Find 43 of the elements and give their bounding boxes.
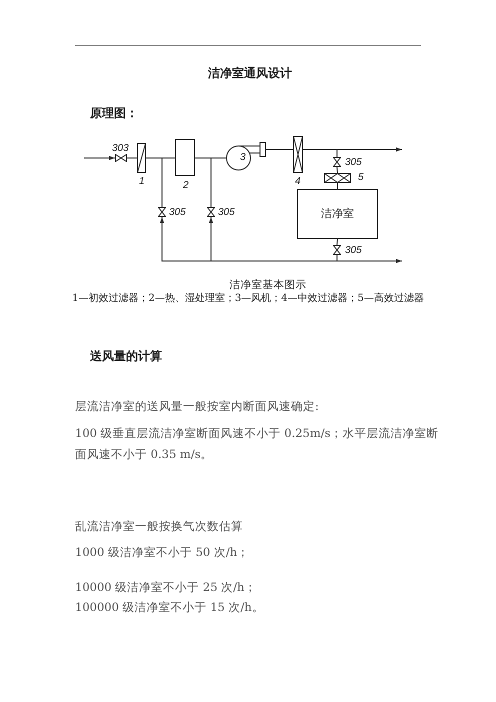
- part-number: 2: [183, 180, 189, 191]
- valve-code: 305: [218, 207, 235, 218]
- duct-line: [336, 166, 338, 174]
- page-title: 洁净室通风设计: [208, 65, 292, 81]
- valve-code: 305: [345, 245, 362, 256]
- filter-symbol: [293, 136, 303, 173]
- valve-code: 303: [112, 143, 129, 154]
- component-key: 1—初效过滤器；2—热、湿处理室；3—风机；4—中效过滤器；5—高效过滤器: [72, 292, 424, 306]
- section-heading: 送风量的计算: [90, 348, 162, 364]
- part-number: 4: [295, 176, 301, 187]
- valve-symbol: [333, 245, 341, 255]
- part-number: 3: [240, 152, 246, 164]
- body-text: 层流洁净室的送风量一般按室内断面风速确定:: [75, 398, 319, 415]
- flow-arrow: [84, 156, 116, 160]
- figure-caption: 洁净室基本图示: [230, 278, 306, 292]
- body-text: 1000 级洁净室不小于 50 次/h；: [75, 544, 250, 561]
- flow-arrow: [336, 254, 402, 264]
- body-text: 100 级垂直层流洁净室断面风速不小于 0.25m/s；水平层流洁净室断面风速不小于 0.35 m/s。: [75, 425, 440, 463]
- valve-symbol: [158, 207, 166, 217]
- room-label: 洁净室: [321, 208, 354, 220]
- part-number: 5: [358, 172, 364, 183]
- section-heading: 原理图：: [90, 105, 138, 121]
- valve-symbol: [115, 154, 127, 162]
- duct-line: [162, 158, 176, 208]
- valve-code: 305: [169, 207, 186, 218]
- valve-symbol: [207, 207, 215, 217]
- duct-line: [302, 149, 338, 158]
- duct-line: [210, 158, 226, 208]
- duct-line: [266, 149, 294, 150]
- body-text: 10000 级洁净室不小于 25 次/h；: [75, 579, 256, 596]
- body-text: 乱流洁净室一般按换气次数估算: [75, 518, 243, 535]
- body-text: 100000 级洁净室不小于 15 次/h。: [75, 599, 264, 616]
- part-number: 1: [139, 176, 145, 187]
- clean-room-box: [297, 189, 378, 239]
- flow-arrow: [208, 216, 338, 262]
- filter-symbol: [324, 173, 351, 183]
- valve-code: 305: [345, 157, 362, 168]
- equipment-box: [175, 139, 195, 176]
- duct-line: [336, 238, 338, 246]
- duct-line: [337, 182, 338, 190]
- valve-symbol: [333, 157, 341, 167]
- fan-symbol: [226, 141, 266, 171]
- filter-symbol: [137, 143, 146, 173]
